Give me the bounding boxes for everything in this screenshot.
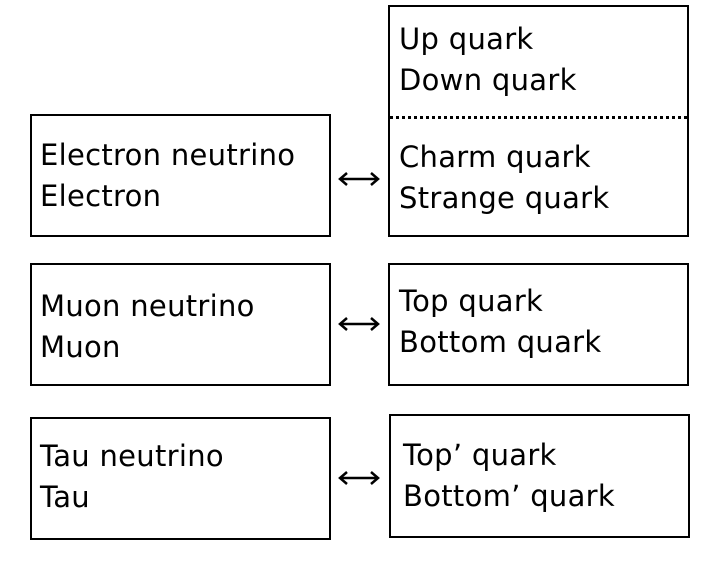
quark-label-bottom: Bottom quark [399,325,602,359]
quark-box-top-prime-bottom-prime: Top’ quark Bottom’ quark [389,414,690,538]
dotted-divider [390,116,687,119]
lepton-label-electron-neutrino: Electron neutrino [40,138,296,172]
quark-label-bottom-prime: Bottom’ quark [403,479,615,513]
lepton-label-muon-neutrino: Muon neutrino [40,289,255,323]
quark-label-charm: Charm quark [399,140,591,174]
quark-label-up: Up quark [399,22,534,56]
double-arrow-icon [338,172,380,186]
lepton-box-muon: Muon neutrino Muon [30,263,331,386]
lepton-label-muon: Muon [40,330,121,364]
lepton-label-tau: Tau [40,480,90,514]
lepton-label-electron: Electron [40,179,162,213]
quark-label-top: Top quark [399,284,544,318]
double-arrow-icon [338,471,380,485]
lepton-label-tau-neutrino: Tau neutrino [40,439,224,473]
quark-label-strange: Strange quark [399,181,610,215]
double-arrow-icon [338,317,380,331]
quark-box-top-bottom: Top quark Bottom quark [388,263,689,386]
lepton-box-tau: Tau neutrino Tau [30,417,331,540]
quark-label-top-prime: Top’ quark [403,438,557,472]
lepton-box-electron: Electron neutrino Electron [30,114,331,237]
quark-label-down: Down quark [399,63,577,97]
quark-box-first-second-generation: Up quark Down quark Charm quark Strange … [388,5,689,237]
